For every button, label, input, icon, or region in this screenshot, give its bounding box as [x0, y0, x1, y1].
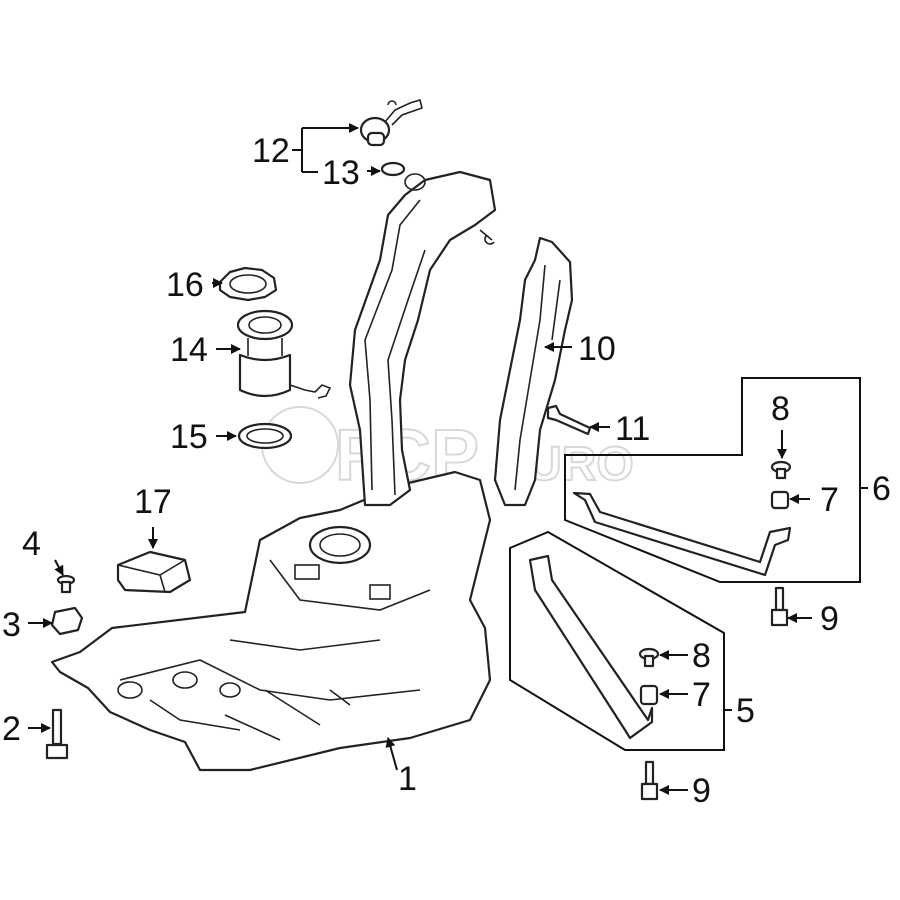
fuel-pump-module-part[interactable] — [236, 309, 332, 399]
strap-kit-box-front — [509, 530, 725, 751]
callout-17[interactable]: 17 — [134, 483, 172, 521]
bushing-part-a[interactable] — [770, 490, 790, 510]
washer-bolt-part-a[interactable] — [770, 460, 792, 480]
stud-part[interactable] — [546, 404, 592, 436]
callout-7-rear[interactable]: 7 — [820, 481, 839, 519]
callout-6[interactable]: 6 — [872, 470, 891, 508]
strap-kit-box-rear — [564, 377, 861, 583]
callout-16[interactable]: 16 — [166, 266, 204, 304]
callout-7-front[interactable]: 7 — [692, 676, 711, 714]
callout-10[interactable]: 10 — [578, 330, 616, 368]
control-module-part[interactable] — [116, 550, 192, 594]
strap-bolt-part-b[interactable] — [640, 760, 659, 801]
callout-8-front[interactable]: 8 — [692, 637, 711, 675]
fastener-part[interactable] — [56, 574, 76, 594]
tank-strap-rear-part[interactable] — [572, 491, 792, 577]
callout-12[interactable]: 12 — [252, 132, 290, 170]
filler-neck-shield-part[interactable] — [493, 236, 574, 507]
callout-3[interactable]: 3 — [2, 606, 21, 644]
callout-1[interactable]: 1 — [398, 760, 417, 798]
spacer-part[interactable] — [50, 606, 84, 636]
filler-pipe-part[interactable] — [348, 170, 497, 507]
tank-strap-front-part[interactable] — [528, 554, 654, 740]
callout-2[interactable]: 2 — [2, 710, 21, 748]
leader-lines — [28, 123, 868, 795]
washer-bolt-part-b[interactable] — [638, 647, 660, 668]
callout-4[interactable]: 4 — [22, 525, 41, 563]
callout-8-rear[interactable]: 8 — [771, 390, 790, 428]
cap-seal-part[interactable] — [380, 161, 406, 177]
pump-seal-part[interactable] — [237, 422, 293, 450]
callout-9-front[interactable]: 9 — [692, 772, 711, 810]
bushing-part-b[interactable] — [639, 684, 659, 706]
callout-15[interactable]: 15 — [170, 418, 208, 456]
callout-14[interactable]: 14 — [170, 331, 208, 369]
tank-bolt-part[interactable] — [45, 708, 69, 760]
fuel-cap-part[interactable] — [359, 98, 423, 147]
callout-13[interactable]: 13 — [322, 154, 360, 192]
fuel-tank-part[interactable] — [50, 470, 492, 772]
callout-5[interactable]: 5 — [736, 692, 755, 730]
callout-11[interactable]: 11 — [615, 410, 650, 448]
callout-9-rear[interactable]: 9 — [820, 600, 839, 638]
lock-ring-part[interactable] — [218, 266, 278, 302]
strap-bolt-part-a[interactable] — [770, 586, 789, 627]
